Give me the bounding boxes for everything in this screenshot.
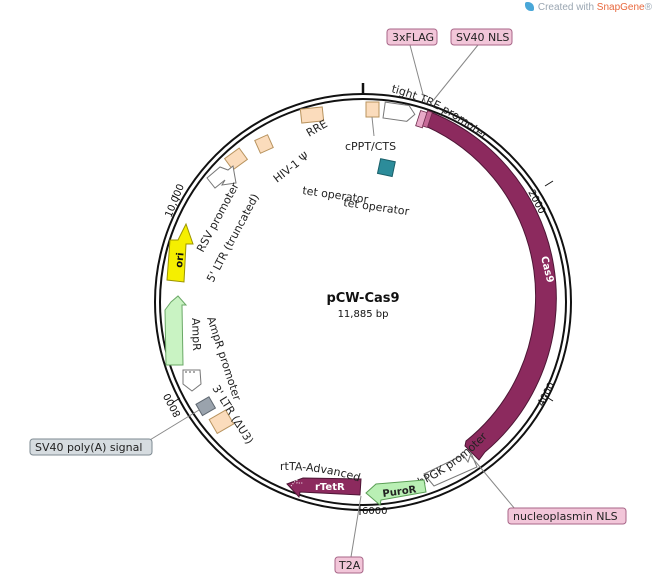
t2a-leader [350,495,362,558]
ampr-label: AmpR [189,318,203,352]
hpgk-promoter-feature[interactable] [423,451,478,487]
rtetr-feature[interactable] [286,477,362,499]
ampr-feature[interactable] [164,295,188,366]
tick-10000 [171,194,181,201]
callout-nucnls-box [507,507,627,525]
tick-label-10000: 10,000 [164,183,187,220]
ori-feature[interactable] [166,222,194,283]
hiv-psi-feature[interactable] [254,134,274,154]
watermark-suffix: ® [644,2,652,13]
callout-t2a-box [334,556,364,574]
callout-sv40-nls[interactable]: SV40 NLS [450,28,513,46]
flag-leader [409,44,426,103]
callout-sv40-nls-box [450,28,513,46]
callout-flag[interactable]: 3xFLAG [386,28,438,46]
callout-flag-text: 3xFLAG [392,31,434,44]
snapgene-watermark: Created with SnapGene® [524,2,652,13]
callout-t2a[interactable]: T2A [334,556,364,574]
ltr5-feature[interactable] [223,147,249,171]
tet-operator-feature[interactable] [376,158,396,178]
sv40-nls-feature[interactable] [422,110,433,129]
backbone-outer [154,93,572,511]
cppt-label: cPPT/CTS [345,140,396,153]
rre-feature[interactable] [299,106,325,124]
callout-sv40-polya-box [29,438,153,456]
tick-8000 [171,397,181,404]
cas9-feature[interactable] [422,110,557,461]
ltr3-feature[interactable] [208,409,235,435]
tick-label-6000: 6000 [362,506,387,517]
tick-2000 [544,180,554,187]
sv40-polya-feature[interactable] [195,396,217,417]
tick-label-8000: 8000 [162,391,184,419]
callout-flag-box [386,28,438,46]
plasmid-length: 11,885 bp [338,309,389,320]
tet-operator-label-2: tet operator [343,196,411,218]
cppt-feature[interactable] [365,101,380,118]
backbone-inner [159,98,567,506]
callout-sv40-nls-text: SV40 NLS [456,31,509,44]
callout-sv40-polya-text: SV40 poly(A) signal [35,441,142,454]
tre-promoter-feature[interactable] [382,101,416,122]
snapgene-logo-icon [524,2,534,11]
tick-4000 [544,395,554,402]
callout-t2a-text: T2A [338,559,361,572]
tick-label-4000: 4000 [536,381,558,409]
puror-feature[interactable] [365,479,427,506]
ori-label: ori [174,252,187,268]
callout-nucleoplasmin-nls[interactable]: nucleoplasmin NLS [507,507,627,525]
hiv-psi-label: HIV-1 Ψ [271,149,312,185]
nucnls-leader [469,454,521,516]
callout-nucnls-text: nucleoplasmin NLS [513,510,618,523]
cppt-leader [371,116,375,137]
watermark-brand: SnapGene [596,2,645,13]
callout-sv40-polya[interactable]: SV40 poly(A) signal [29,438,153,456]
watermark-text: Created with [537,2,597,13]
puror-label: PuroR [382,484,417,500]
ampr-promoter-feature[interactable] [182,369,202,392]
rsv-promoter-feature[interactable] [206,165,237,189]
rtetr-label: rTetR [315,482,345,493]
sv40-nls-leader [431,44,479,103]
plasmid-name: pCW-Cas9 [326,291,399,306]
